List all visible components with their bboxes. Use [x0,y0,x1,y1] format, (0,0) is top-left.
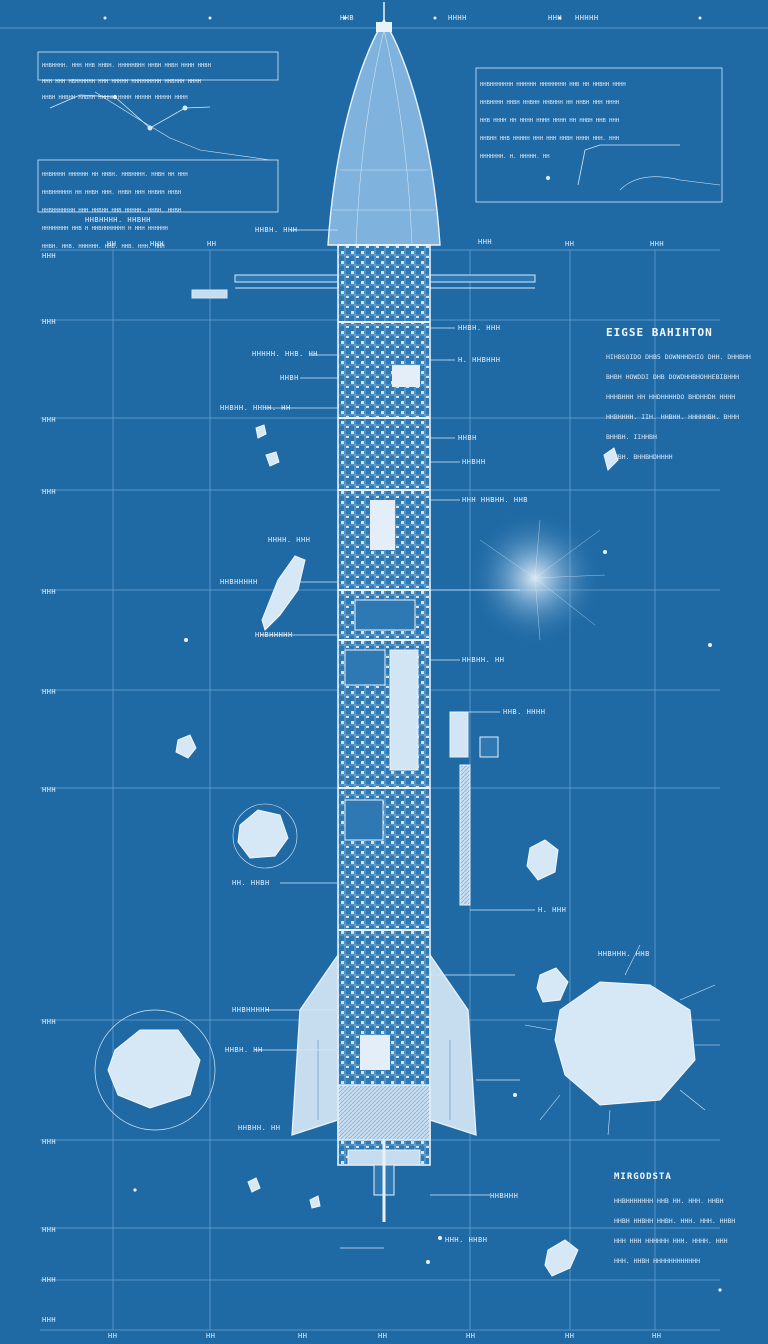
rocket [291,2,499,1222]
row-label: HHH [42,416,57,424]
top-right-box-text: HHBHHHHHHH HHHHHH HHHHHHHH HHB HH HHBHH … [480,82,626,160]
scale-label: HHH [150,240,165,248]
left-fin [291,952,339,1136]
callout-left: HHBH [280,374,299,382]
top-left-box-text: HHBHHHH. HHH HHB HHBH. HHHHHBHH HHBH HHB… [42,63,211,101]
engine-section [337,1084,431,1141]
callout-left: HHHH. HHH [268,536,311,544]
top-label: HHHHH [575,14,599,22]
callout-right: H. HHH [538,906,567,914]
top-left-lower-text: HHBHHHH HHHHHH HH HHBH. HHBHHHH. HHBH HH… [42,172,188,250]
background-grid [0,27,768,1331]
asteroid-mid-left [237,809,289,859]
callout-left: HHBHH. HH [238,1124,281,1132]
row-label: HHH [42,1226,57,1234]
row-label: HHH [42,318,57,326]
top-left-info-box [37,51,279,213]
scale-label: HH [107,240,117,248]
nose-cone [327,18,441,246]
right-panel-text: HIHBSOIDO DHB5 DOWNHHDHIO DHH. DHHBHH BH… [606,353,751,461]
callout-left: HH. HHBH [232,879,270,887]
callout-left: HHBH. HH [225,1046,263,1054]
row-label: HHH [42,488,57,496]
scale-label-bottom: HH [466,1332,476,1340]
scale-label: HHH [478,238,493,246]
row-label: HHH [42,688,57,696]
callout-right: HHBH. HHH [458,324,501,332]
asteroid-large-right [554,981,696,1106]
asteroid-rays [524,944,720,1136]
callout-right: H. HHBHHH [458,356,501,364]
right-panel-heading: EIGSE BAHIHTON [606,326,713,339]
top-label: HHB [340,14,355,22]
right-fin [429,952,477,1136]
top-scale [103,16,702,20]
scale-label-bottom: HH [206,1332,216,1340]
scale-label: HH [207,240,217,248]
asteroid-elongated [261,555,306,631]
scale-label-bottom: HH [565,1332,575,1340]
callout-left: HHBHHHHH [255,631,293,639]
scale-label-bottom: HH [108,1332,118,1340]
scale-label: HH [565,240,575,248]
top-label: HHHH [448,14,467,22]
stars [133,550,722,1292]
asteroid-small-1 [536,967,569,1003]
callout-left: HHBHHHHH [220,578,258,586]
asteroid-mid-right [526,839,559,881]
callout-right: HHBHH [462,458,486,466]
bottom-right-heading: MIRGODSTA [614,1172,672,1182]
row-label: HHH [42,1018,57,1026]
glow-rays [479,519,606,641]
bottom-right-text: HHBHHHHHHH HHB HH. HHH. HHBH HHBH HHBHH … [614,1197,736,1265]
callout-right: HHBHH. HH [462,656,505,664]
callout-right: HHB. HHHH [503,708,546,716]
scale-label-bottom: HH [378,1332,388,1340]
asteroid-large-left [107,1029,201,1109]
callout-right: HHBH [458,434,477,442]
top-right-info-box [475,67,723,203]
top-label: HHH [548,14,563,22]
row-label: HHH [42,1138,57,1146]
callout-left: HHBHHHHH [232,1006,270,1014]
row-label: HHH [42,1276,57,1284]
callout-right: HHBHHH. HHB [598,950,650,958]
scale-label-bottom: HH [652,1332,662,1340]
row-label: HHH [42,252,57,260]
asteroids [94,424,696,1277]
callout-leaders [255,229,535,1249]
callout-right: HHBHHH [490,1192,519,1200]
row-label: HHH [42,1316,57,1324]
scale-label-bottom: HH [298,1332,308,1340]
callout-left: HHBHHHH. HHBHH [85,216,152,224]
row-label: HHH [42,588,57,596]
callout-left: HHHHH. HHB. HH [252,350,319,358]
callout-right: HHH. HHBH [445,1236,488,1244]
scale-label: HHH [650,240,665,248]
callout-right: HHH HHBHH. HHB [462,496,529,504]
callout-left: HHBHH. HHHH. HH [220,404,291,412]
row-label: HHH [42,786,57,794]
callout-left: HHBH. HHH [255,226,298,234]
